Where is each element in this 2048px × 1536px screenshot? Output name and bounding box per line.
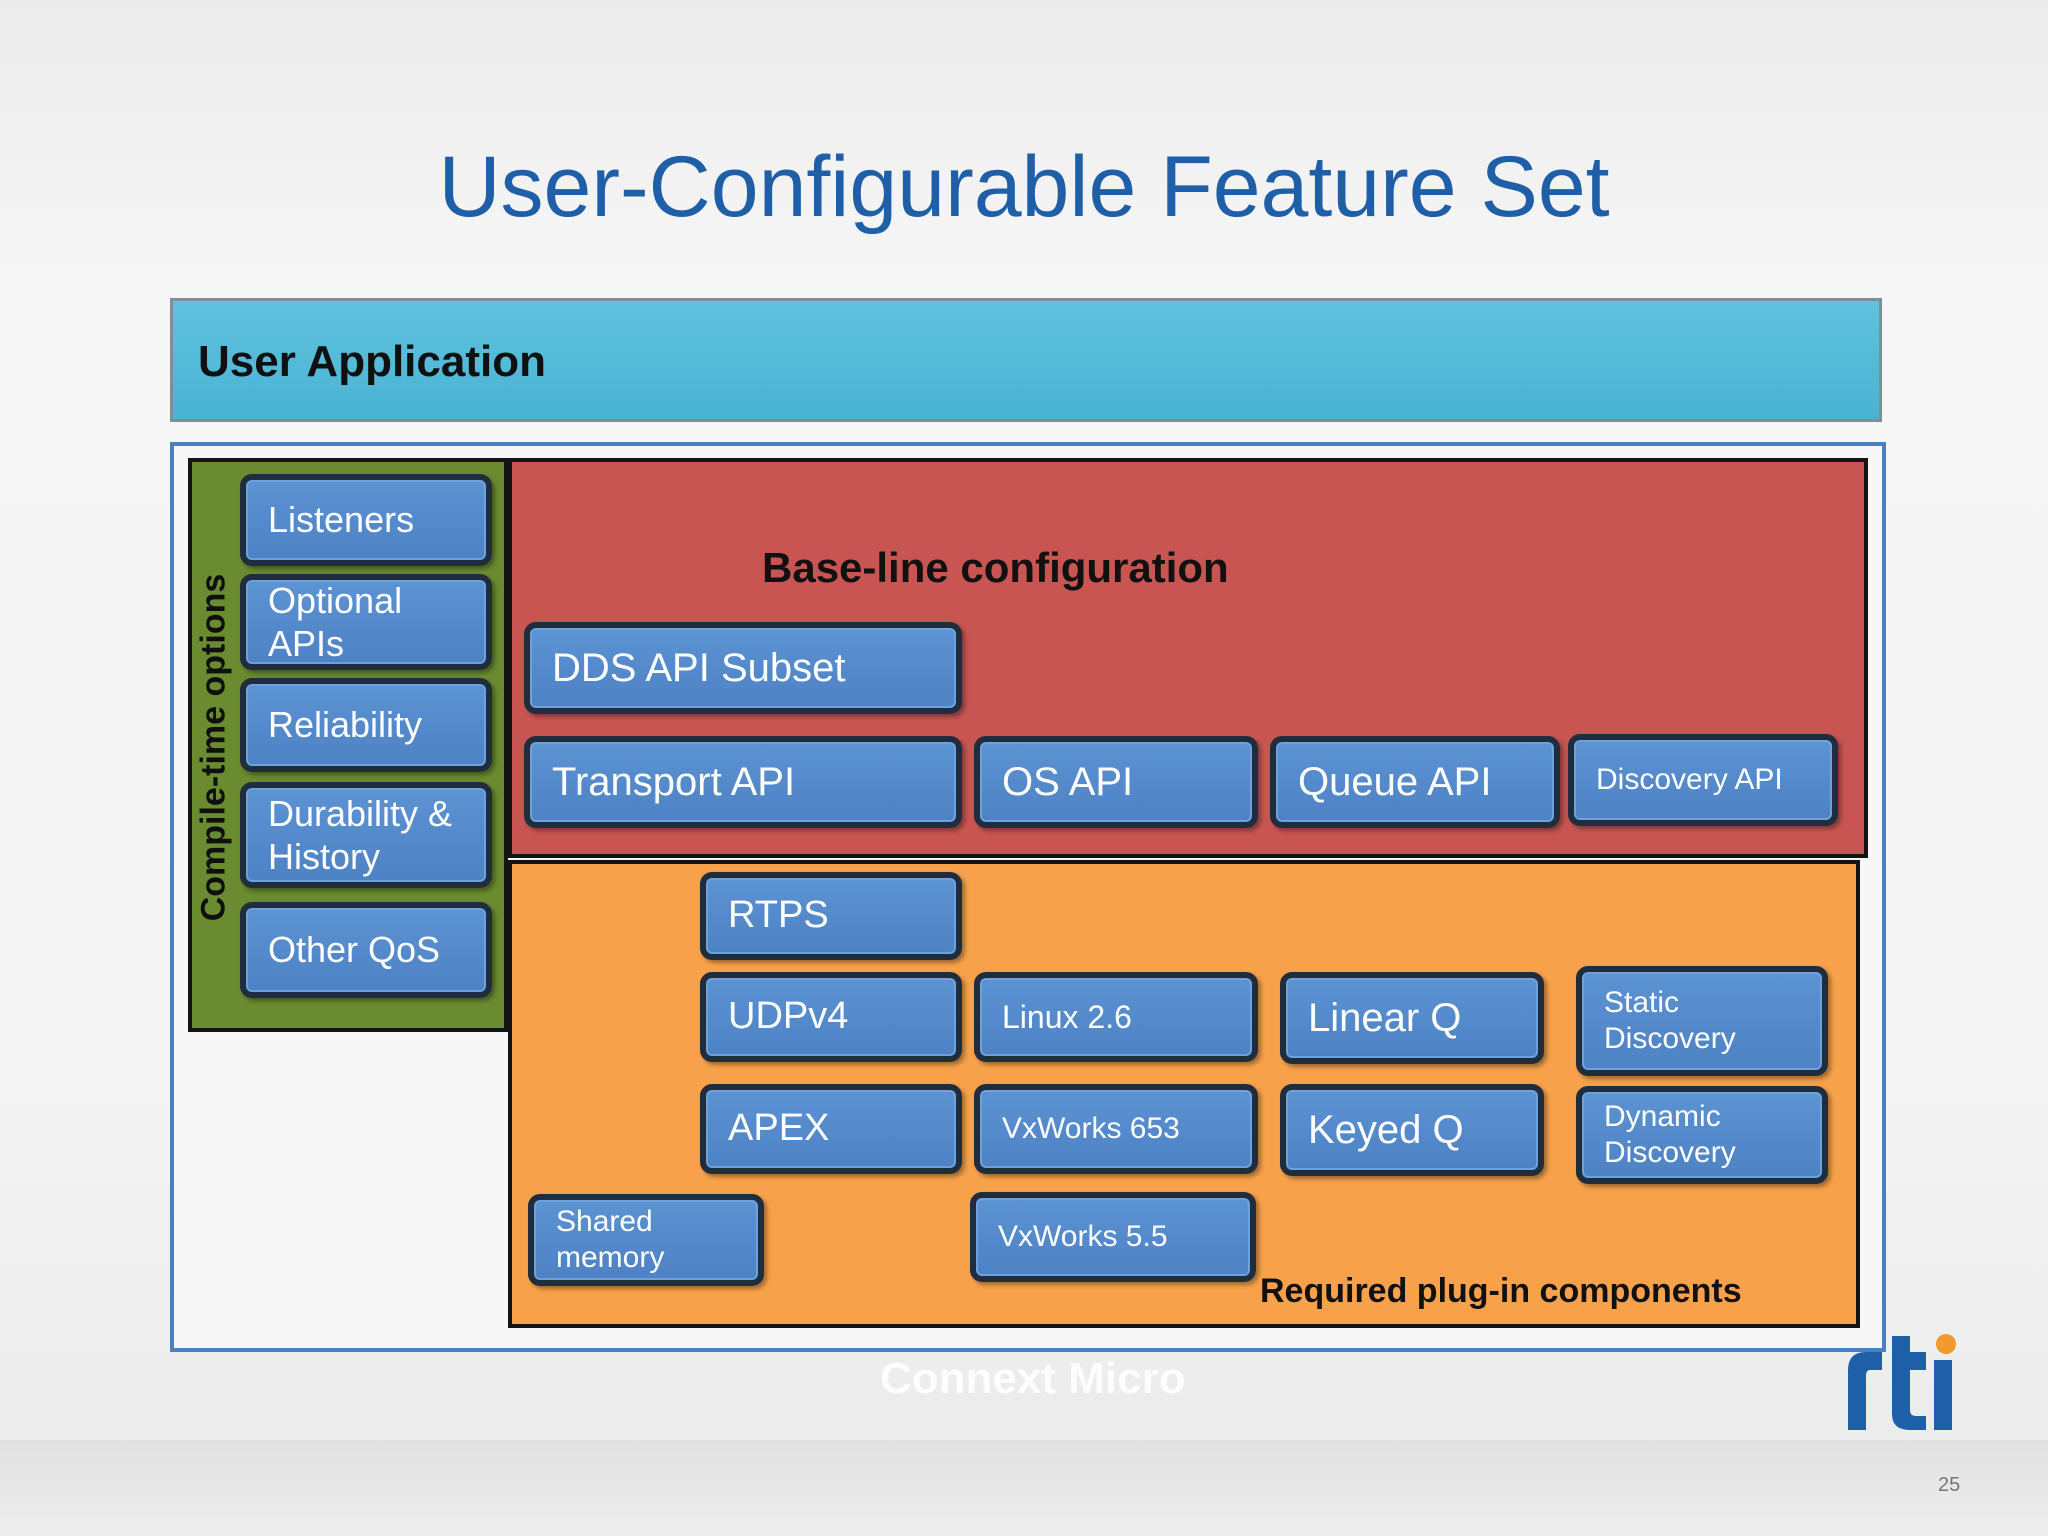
component-label: VxWorks 653: [1002, 1112, 1180, 1145]
component-label: Transport API: [552, 760, 796, 804]
component-label: APEX: [728, 1107, 830, 1150]
connext-micro-watermark: Connext Micro: [880, 1354, 1186, 1403]
component-label: Queue API: [1298, 760, 1492, 804]
component-keyed-q: Keyed Q: [1280, 1084, 1544, 1176]
component-linear-q: Linear Q: [1280, 972, 1544, 1064]
component-dynamic-discovery: Dynamic Discovery: [1576, 1086, 1828, 1184]
component-static-discovery: Static Discovery: [1576, 966, 1828, 1076]
user-application-layer: User Application: [170, 298, 1882, 422]
component-label: Durability & History: [268, 792, 453, 877]
component-udpv4: UDPv4: [700, 972, 962, 1062]
component-label: OS API: [1002, 760, 1134, 804]
baseline-configuration-label: Base-line configuration: [762, 544, 1229, 591]
component-label: Static Discovery: [1604, 986, 1736, 1055]
component-label: Linux 2.6: [1002, 998, 1132, 1035]
component-vxworks-653: VxWorks 653: [974, 1084, 1258, 1174]
component-dds-api-subset: DDS API Subset: [524, 622, 962, 714]
component-label: RTPS: [728, 894, 829, 937]
component-label: VxWorks 5.5: [998, 1220, 1168, 1253]
component-rtps: RTPS: [700, 872, 962, 960]
component-label: Optional APIs: [268, 579, 403, 664]
component-label: Keyed Q: [1308, 1108, 1464, 1152]
component-os-api: OS API: [974, 736, 1258, 828]
page-number: 25: [1938, 1474, 1961, 1496]
component-reliability: Reliability: [240, 678, 492, 772]
component-transport-api: Transport API: [524, 736, 962, 828]
component-linux-2-6: Linux 2.6: [974, 972, 1258, 1062]
component-label: UDPv4: [728, 995, 849, 1038]
component-shared-memory: Shared memory: [528, 1194, 764, 1286]
component-queue-api: Queue API: [1270, 736, 1560, 828]
component-label: DDS API Subset: [552, 646, 846, 690]
component-other-qos: Other QoS: [240, 902, 492, 998]
component-label: Other QoS: [268, 929, 441, 971]
component-label: Listeners: [268, 499, 415, 541]
component-label: Reliability: [268, 704, 423, 746]
component-label: Shared memory: [556, 1205, 665, 1274]
rti-logo: [1848, 1334, 1956, 1430]
component-apex: APEX: [700, 1084, 962, 1174]
component-listeners: Listeners: [240, 474, 492, 566]
component-discovery-api: Discovery API: [1568, 734, 1838, 826]
component-label: Discovery API: [1596, 763, 1783, 796]
component-label: Dynamic Discovery: [1604, 1100, 1736, 1169]
component-optional-apis: Optional APIs: [240, 574, 492, 670]
slide-footer-band: [0, 1440, 2048, 1536]
compile-time-options-label: Compile-time options: [194, 573, 233, 922]
component-label: Linear Q: [1308, 996, 1462, 1040]
plugin-components-label: Required plug-in components: [1260, 1272, 1742, 1310]
component-durability-history: Durability & History: [240, 782, 492, 888]
slide-title: User-Configurable Feature Set: [438, 139, 1610, 235]
component-vxworks-5-5: VxWorks 5.5: [970, 1192, 1256, 1282]
user-application-label: User Application: [198, 337, 546, 386]
